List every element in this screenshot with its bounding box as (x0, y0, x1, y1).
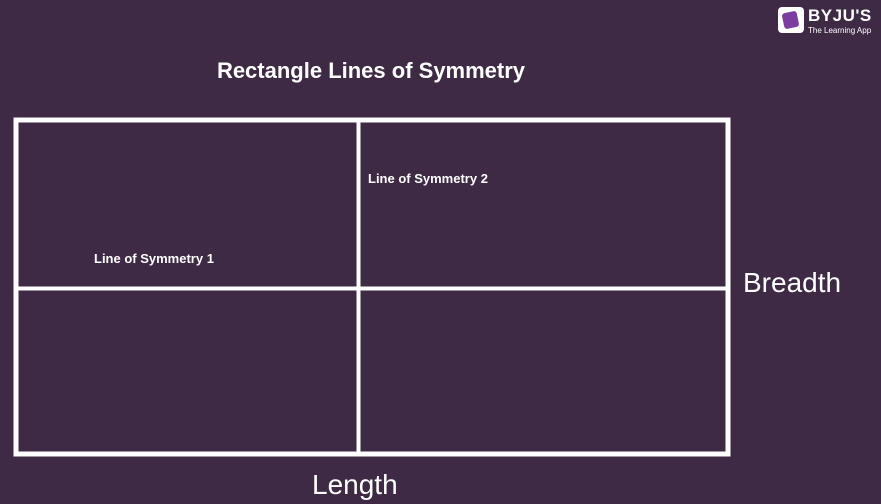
symmetry-line-1-label: Line of Symmetry 1 (94, 251, 214, 266)
diagram-title: Rectangle Lines of Symmetry (216, 58, 526, 83)
byjus-logo-icon (778, 7, 804, 33)
breadth-label: Breadth (743, 267, 842, 298)
length-label: Length (312, 469, 398, 500)
symmetry-line-2-label: Line of Symmetry 2 (368, 171, 488, 186)
logo-name: BYJU'S (808, 6, 872, 25)
logo-tagline: The Learning App (808, 26, 872, 35)
byjus-logo: BYJU'S The Learning App (778, 6, 881, 38)
